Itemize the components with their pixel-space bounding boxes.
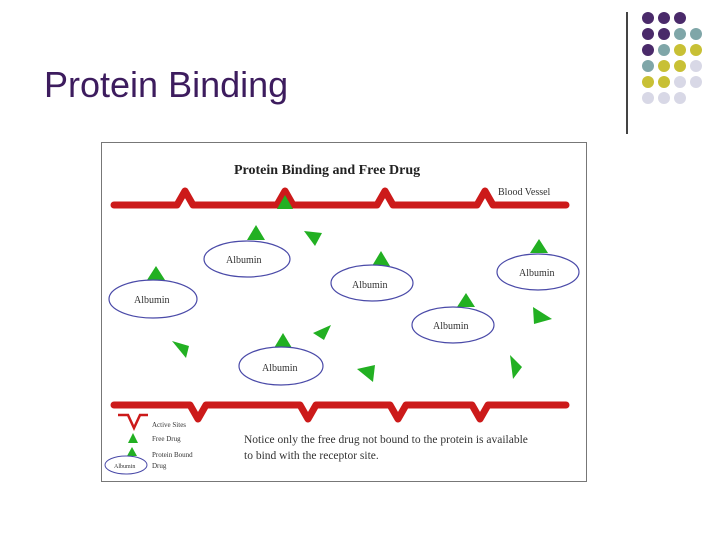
legend-free-drug-label: Free Drug [152, 435, 181, 443]
albumin-group-2: Albumin [108, 266, 198, 319]
albumin-label-1: Albumin [226, 255, 262, 266]
albumin-5 [411, 306, 495, 344]
decorative-dot [642, 92, 654, 104]
decorative-dot [658, 76, 670, 88]
decorative-dot [642, 76, 654, 88]
legend-active-site-symbol [118, 413, 148, 431]
albumin-group-5: Albumin [411, 293, 495, 344]
legend-protein-bound-label-1: Protein Bound [152, 451, 193, 459]
bound-drug-2 [147, 266, 165, 280]
free-drug-1 [304, 231, 322, 246]
decorative-dot [674, 92, 686, 104]
protein-binding-figure: Protein Binding and Free Drug Blood Vess… [101, 142, 587, 482]
title-divider [626, 12, 628, 134]
albumin-6 [238, 346, 324, 386]
bound-drug-vessel [277, 195, 293, 209]
free-drug-3 [313, 325, 331, 340]
albumin-label-5: Albumin [433, 321, 469, 332]
decorative-dot [642, 28, 654, 40]
legend-bound-drug-symbol [127, 447, 137, 456]
albumin-3 [330, 264, 414, 302]
legend: Active Sites Free Drug Albumin Protein B… [104, 413, 193, 475]
legend-protein-bound-label-2: Drug [152, 462, 167, 470]
decorative-dot [658, 44, 670, 56]
decorative-dot [690, 28, 702, 40]
legend-albumin-label: Albumin [114, 464, 135, 470]
decorative-dot [674, 60, 686, 72]
albumin-1 [203, 240, 291, 278]
legend-active-sites-label: Active Sites [152, 421, 186, 429]
figure-canvas: Protein Binding and Free Drug Blood Vess… [104, 163, 580, 475]
free-drug-2 [172, 341, 189, 358]
albumin-group-4: Albumin [496, 239, 580, 291]
bound-drug-5 [457, 293, 475, 307]
decorative-dot [658, 92, 670, 104]
legend-free-drug-symbol [128, 433, 138, 443]
decorative-dot [658, 12, 670, 24]
decorative-dot [690, 60, 702, 72]
free-drug-5 [533, 307, 552, 324]
albumin-2 [108, 279, 198, 319]
decorative-dot [674, 76, 686, 88]
decorative-dot [658, 60, 670, 72]
decorative-dot [642, 60, 654, 72]
albumin-label-2: Albumin [134, 295, 170, 306]
figure-note-line-2: to bind with the receptor site. [244, 450, 379, 462]
decorative-dot [642, 44, 654, 56]
decorative-dot-grid [640, 10, 720, 120]
decorative-dot [658, 28, 670, 40]
vessel-wall-bottom [110, 401, 570, 423]
vessel-label: Blood Vessel [498, 187, 551, 198]
decorative-dot [690, 44, 702, 56]
free-drug-6 [510, 355, 522, 379]
albumin-4 [496, 253, 580, 291]
free-drug-4 [357, 365, 375, 382]
bound-drug-6 [274, 333, 292, 348]
decorative-dot [690, 76, 702, 88]
decorative-dot [674, 28, 686, 40]
albumin-group-1: Albumin [203, 225, 291, 278]
bound-drug-3 [372, 251, 390, 266]
vessel-wall-top [110, 187, 570, 209]
albumin-label-6: Albumin [262, 363, 298, 374]
figure-title: Protein Binding and Free Drug [234, 163, 420, 178]
albumin-label-4: Albumin [519, 268, 555, 279]
bound-drug-1 [247, 225, 265, 240]
legend-albumin-symbol [104, 455, 148, 475]
albumin-group-6: Albumin [238, 333, 324, 386]
decorative-dot [674, 12, 686, 24]
slide-title: Protein Binding [44, 64, 289, 105]
albumin-group-3: Albumin [330, 251, 414, 302]
figure-note-line-1: Notice only the free drug not bound to t… [244, 434, 528, 446]
albumin-label-3: Albumin [352, 280, 388, 291]
bound-drug-4 [530, 239, 548, 253]
decorative-dot [674, 44, 686, 56]
decorative-dot [642, 12, 654, 24]
